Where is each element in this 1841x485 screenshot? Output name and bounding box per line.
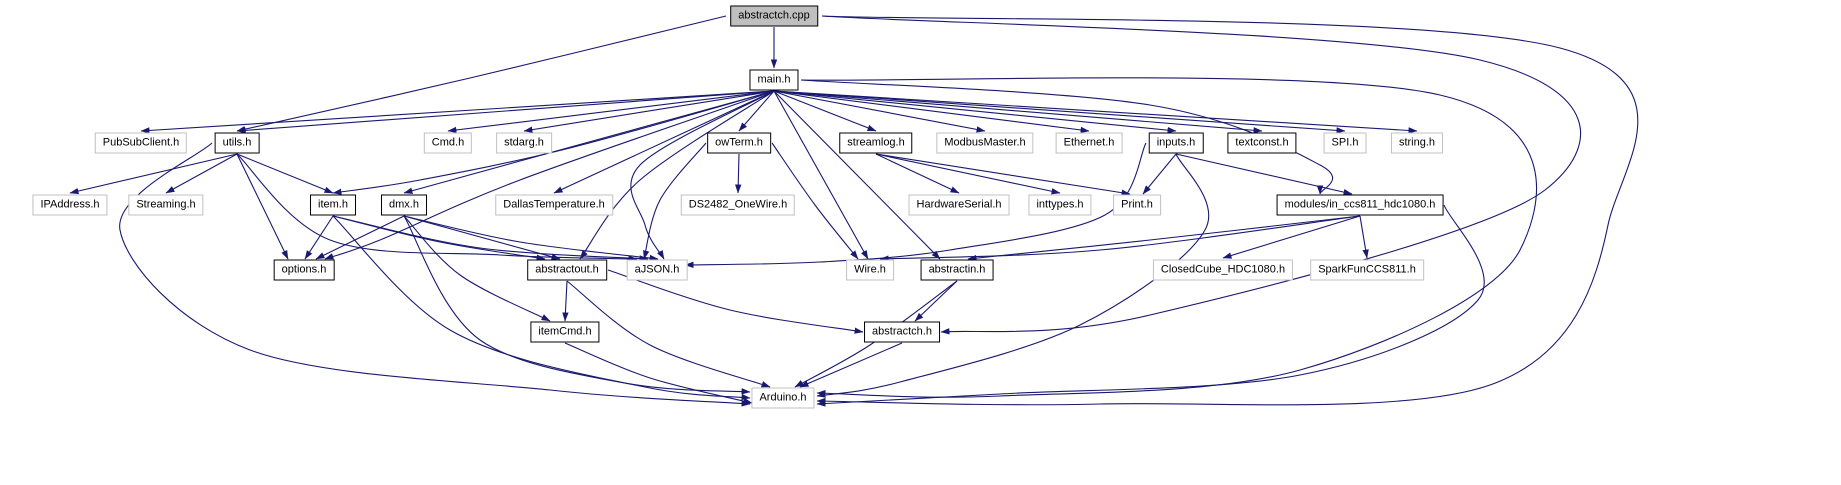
edge-inputs-h--arduino-h (816, 153, 1210, 398)
edge-utils-h--ajson-h (236, 153, 638, 262)
node-sparkfunccs811-h: SparkFunCCS811.h (1310, 259, 1424, 281)
node-abstractch-h[interactable]: abstractch.h (864, 321, 940, 343)
edge-abstractch-cpp--arduino-h (816, 15, 1639, 406)
node-pubsubclient-h: PubSubClient.h (94, 132, 188, 154)
edge-main-h--options-h (324, 90, 775, 260)
edge-modules-in-ccs811-hdc1080-h--closedcube-hdc1080-h (1222, 215, 1361, 259)
edge-modules-in-ccs811-hdc1080-h--abstractin-h (967, 215, 1361, 262)
node-ajson-h: aJSON.h (626, 259, 688, 281)
edge-owterm-h--ajson-h (643, 142, 707, 260)
edge-modules-in-ccs811-hdc1080-h--sparkfunccs811-h (1359, 215, 1369, 259)
edge-main-h--ethernet-h (773, 90, 1090, 134)
node-utils-h[interactable]: utils.h (214, 132, 260, 154)
edge-main-h--owterm-h (738, 90, 775, 132)
edge-itemcmd-h--arduino-h (564, 342, 753, 405)
node-abstractin-h[interactable]: abstractin.h (920, 259, 994, 281)
edge-dmx-h--options-h (315, 215, 405, 260)
node-modbusmaster-h: ModbusMaster.h (936, 132, 1034, 154)
edge-item-h--ajson-h (332, 215, 649, 262)
edge-main-h--stdarg-h (523, 90, 775, 133)
node-dmx-h[interactable]: dmx.h (381, 194, 427, 216)
edge-abstractout-h--itemcmd-h (562, 280, 569, 322)
edge-abstractin-h--arduino-h (794, 280, 958, 388)
edge-abstractch-cpp--abstractch-h (821, 15, 1581, 335)
node-stdarg-h: stdarg.h (496, 132, 552, 154)
edge-utils-h--options-h (236, 153, 289, 260)
node-spi-h: SPI.h (1323, 132, 1367, 154)
node-main-h[interactable]: main.h (749, 69, 799, 91)
edge-main-h--textconst-h (773, 90, 1263, 134)
edge-abstractch-cpp--utils-h (236, 15, 727, 133)
edge-main-h--dallastemperature-h (553, 90, 775, 194)
edge-main-h--utils-h (236, 90, 775, 134)
node-inttypes-h: inttypes.h (1028, 194, 1092, 216)
edge-main-h--item-h (332, 90, 775, 195)
node-streaming-h: Streaming.h (128, 194, 204, 216)
edge-dmx-h--itemcmd-h (403, 215, 551, 322)
node-textconst-h[interactable]: textconst.h (1227, 132, 1297, 154)
edge-main-h--pubsubclient-h (140, 90, 775, 134)
edge-main-h--ajson-h (630, 90, 775, 260)
node-closedcube-hdc1080-h: ClosedCube_HDC1080.h (1152, 259, 1294, 281)
edge-streamlog-h--inttypes-h (875, 153, 1061, 195)
node-ds2482-onewire-h: DS2482_OneWire.h (680, 194, 796, 216)
edge-main-h--spi-h (773, 90, 1346, 134)
node-inputs-h[interactable]: inputs.h (1148, 132, 1204, 154)
node-abstractch-cpp: abstractch.cpp (730, 5, 818, 27)
edge-main-h--arduino-h (800, 77, 1538, 398)
node-itemcmd-h[interactable]: itemCmd.h (530, 321, 600, 343)
node-arduino-h: Arduino.h (751, 387, 815, 409)
edge-main-h--string-h (773, 90, 1418, 134)
edge-item-h--options-h (304, 215, 334, 260)
edge-abstractin-h--abstractch-h (914, 280, 958, 322)
node-options-h[interactable]: options.h (273, 259, 335, 281)
edge-utils-h--item-h (236, 153, 334, 194)
node-wire-h: Wire.h (846, 259, 894, 281)
node-ipaddress-h: IPAddress.h (32, 194, 108, 216)
edge-main-h--cmd-h (447, 90, 775, 134)
edge-streamlog-h--hardwareserial-h (875, 153, 960, 194)
node-modules-in-ccs811-hdc1080-h[interactable]: modules/in_ccs811_hdc1080.h (1276, 194, 1444, 216)
node-cmd-h: Cmd.h (423, 132, 473, 154)
edge-inputs-h--print-h (1142, 153, 1177, 195)
node-item-h[interactable]: item.h (310, 194, 356, 216)
edge-utils-h--arduino-h (119, 142, 751, 407)
edge-main-h--wire-h (773, 90, 869, 260)
edge-abstractch-h--arduino-h (799, 342, 903, 388)
edge-dmx-h--arduino-h (403, 215, 751, 401)
edge-utils-h--ipaddress-h (69, 153, 238, 195)
edge-owterm-h--ds2482-onewire-h (735, 153, 742, 194)
edge-main-h--modules-in-ccs811-hdc1080-h (800, 79, 1334, 195)
edge-main-h--abstractout-h (579, 90, 775, 260)
edge-main-h--abstractin-h (773, 90, 941, 260)
edge-abstractout-h--arduino-h (566, 280, 771, 388)
node-print-h: Print.h (1113, 194, 1161, 216)
edge-modules-in-ccs811-hdc1080-h--wire-h (879, 215, 1361, 262)
edge-streamlog-h--print-h (875, 153, 1131, 196)
node-hardwareserial-h: HardwareSerial.h (908, 194, 1010, 216)
edge-modules-in-ccs811-hdc1080-h--arduino-h (816, 204, 1485, 407)
edge-main-h--streamlog-h (773, 90, 877, 132)
edge-inputs-h--modules-in-ccs811-hdc1080-h (1175, 153, 1353, 196)
edge-item-h--arduino-h (332, 215, 751, 395)
edge-main-h--inputs-h (773, 90, 1177, 134)
node-dallastemperature-h: DallasTemperature.h (495, 194, 613, 216)
node-abstractout-h[interactable]: abstractout.h (527, 259, 607, 281)
node-ethernet-h: Ethernet.h (1055, 132, 1123, 154)
edge-main-h--modbusmaster-h (773, 90, 986, 133)
edge-owterm-h--wire-h (771, 142, 859, 260)
edge-dmx-h--abstractout-h (403, 215, 561, 260)
edge-dmx-h--ajson-h (403, 215, 659, 262)
edge-utils-h--streaming-h (165, 153, 238, 194)
edge-main-h--dmx-h (403, 90, 775, 194)
node-owterm-h[interactable]: owTerm.h (707, 132, 771, 154)
node-streamlog-h[interactable]: streamlog.h (839, 132, 913, 154)
node-string-h: string.h (1390, 132, 1444, 154)
